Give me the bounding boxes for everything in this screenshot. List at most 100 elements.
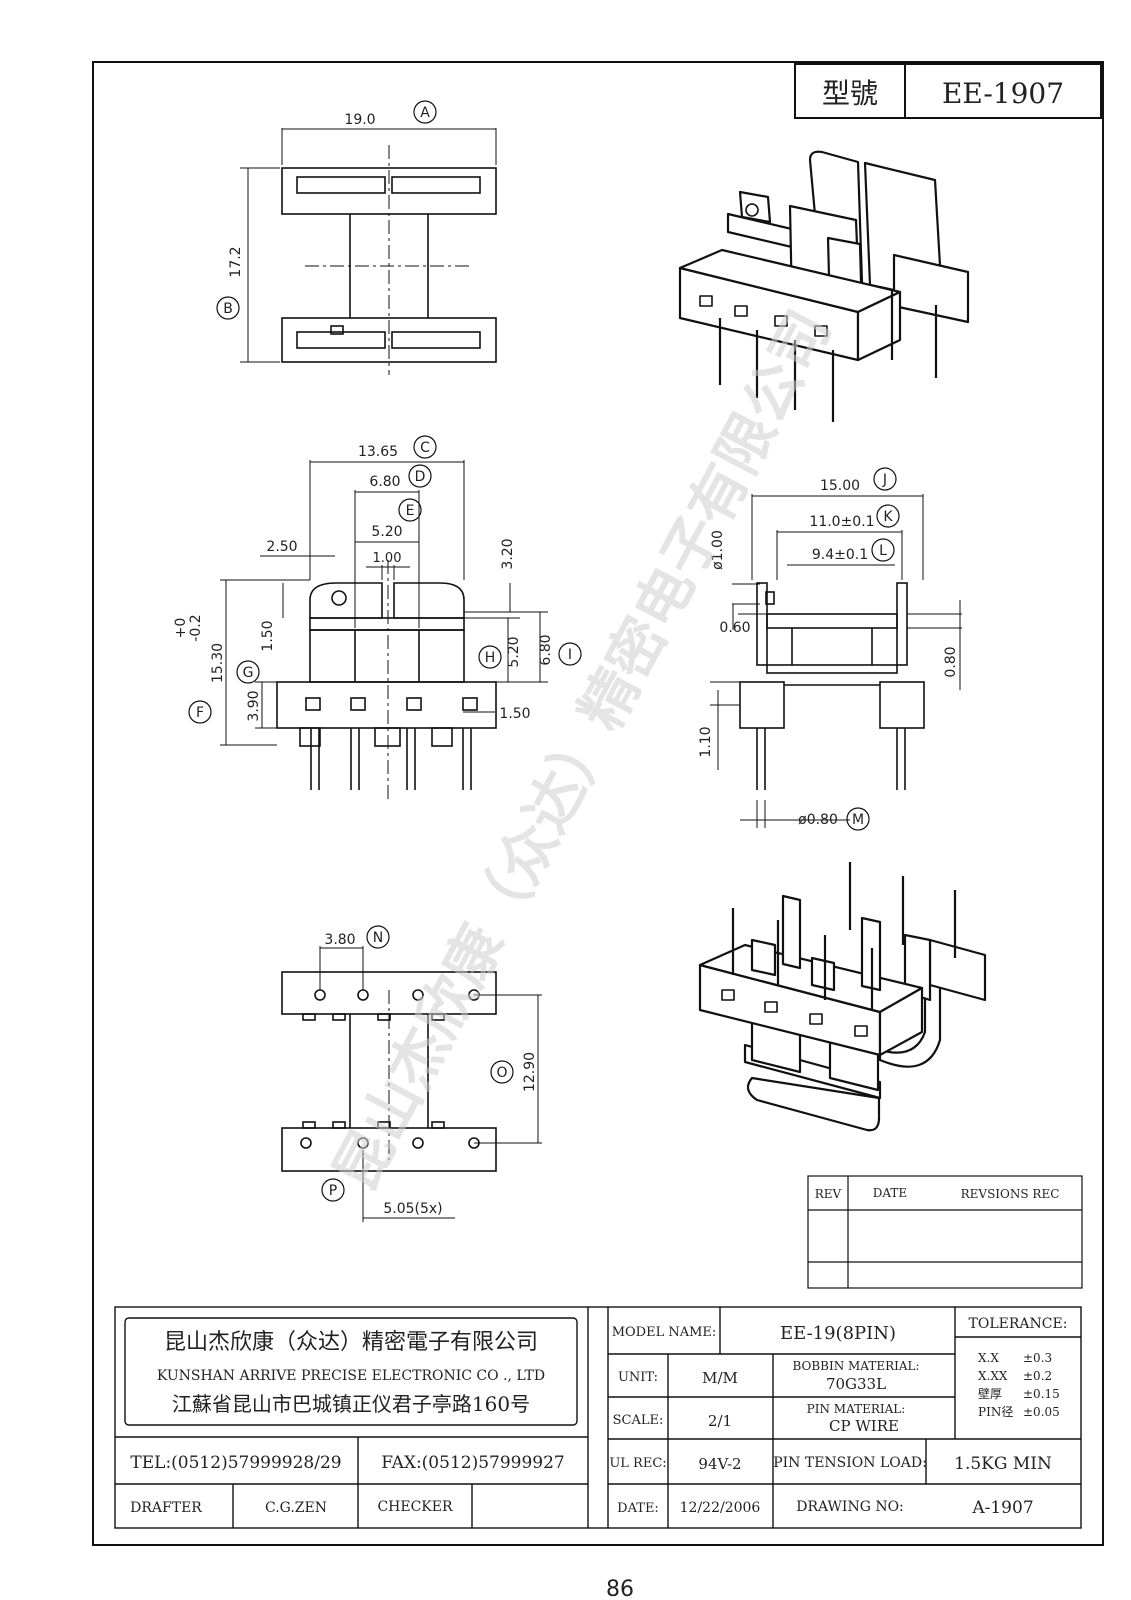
tension-label: PIN TENSION LOAD: (773, 1455, 927, 1471)
dim-O-value: 12.90 (522, 1052, 538, 1092)
dim-P-value: 5.05(5x) (383, 1201, 442, 1217)
spec-block: MODEL NAME: EE-19(8PIN) UNIT: M/M BOBBIN… (609, 1323, 1052, 1518)
company-name-cn: 昆山杰欣康（众达）精密電子有限公司 (164, 1330, 538, 1355)
dim-H-value: 5.20 (506, 636, 522, 667)
unit-label: UNIT: (618, 1370, 658, 1385)
dim-L-value: 9.4±0.1 (812, 547, 868, 563)
drawing-value: A-1907 (971, 1498, 1033, 1518)
dim-N-letter: N (373, 930, 383, 946)
dim-phi-1-00: ø1.00 (710, 530, 726, 570)
sheet-border (92, 61, 1104, 1546)
tol-key-3: PIN径 (978, 1405, 1013, 1419)
dim-K-letter: K (883, 509, 893, 525)
bottom-view-labels: 3.80 N O 12.90 P 5.05(5x) (321, 925, 538, 1217)
tol-val-1: ±0.2 (1023, 1369, 1052, 1383)
top-view (240, 128, 497, 375)
dim-F-letter: F (196, 705, 204, 721)
model-label: 型號 (822, 77, 878, 110)
date-value: 12/22/2006 (680, 1500, 761, 1516)
tol-val-3: ±0.05 (1023, 1405, 1060, 1419)
dim-2-50: 2.50 (266, 539, 297, 555)
front-view-labels: 13.65 C 6.80 D E 5.20 1.00 2.50 3.20 1.5… (173, 435, 582, 724)
dim-G-value: 3.90 (246, 690, 262, 721)
isometric-view-top (678, 150, 970, 422)
date-label: DATE: (617, 1501, 659, 1516)
dim-L-letter: L (879, 543, 887, 559)
model-name-label: MODEL NAME: (612, 1325, 717, 1340)
dim-H-letter: H (485, 650, 496, 666)
bottom-view (281, 946, 542, 1222)
dim-1-50-right: 1.50 (499, 706, 530, 722)
tol-key-2: 壁厚 (978, 1386, 1002, 1401)
balloon-A (413, 100, 437, 124)
model-value: EE-1907 (942, 77, 1064, 110)
dim-D-letter: D (415, 469, 426, 485)
tol-plus: +0 (173, 618, 189, 639)
date-header: DATE (873, 1186, 907, 1200)
dim-E-letter: E (406, 503, 415, 519)
isometric-view-bottom (698, 862, 987, 1132)
company-name-en: KUNSHAN ARRIVE PRECISE ELECTRONIC CO ., … (157, 1368, 545, 1384)
dim-B-value: 17.2 (228, 246, 244, 277)
bobbin-value: 70G33L (826, 1375, 886, 1393)
dim-C-letter: C (420, 440, 430, 456)
dim-3-20: 3.20 (500, 538, 516, 569)
dim-N-value: 3.80 (324, 932, 355, 948)
tolerance-title: TOLERANCE: (969, 1316, 1068, 1332)
dim-M-letter: M (852, 812, 864, 828)
page-number: 86 (606, 1577, 634, 1600)
model-title-box: 型號 EE-1907 (794, 63, 1102, 119)
pin-material-value: CP WIRE (829, 1417, 899, 1435)
front-view (220, 460, 548, 800)
side-view (710, 494, 962, 828)
drafter-value: C.G.ZEN (265, 1500, 327, 1516)
dim-P-letter: P (329, 1183, 337, 1199)
rev-header: REV (815, 1187, 842, 1201)
revisions-header: REVSIONS REC (961, 1187, 1060, 1201)
dim-E-value: 5.20 (371, 524, 402, 540)
bobbin-label: BOBBIN MATERIAL: (792, 1359, 919, 1373)
side-view-labels: 15.00 J 11.0±0.1 K 9.4±0.1 L ø1.00 0.60 … (698, 467, 959, 831)
company-tel: TEL:(0512)57999928/29 (130, 1453, 341, 1473)
dim-1-00: 1.00 (373, 551, 402, 566)
dim-D-value: 6.80 (369, 474, 400, 490)
scale-value: 2/1 (708, 1412, 732, 1430)
dim-1-50-left: 1.50 (260, 620, 276, 651)
dim-J-value: 15.00 (820, 478, 860, 494)
unit-value: M/M (702, 1369, 738, 1387)
dim-M-value: ø0.80 (798, 812, 838, 828)
scale-label: SCALE: (613, 1413, 664, 1428)
dim-0-60: 0.60 (719, 620, 750, 636)
tol-val-0: ±0.3 (1023, 1351, 1052, 1365)
pin-material-label: PIN MATERIAL: (807, 1402, 906, 1416)
company-address: 江蘇省昆山市巴城镇正仪君子亭路160号 (172, 1392, 530, 1416)
dim-K-value: 11.0±0.1 (809, 514, 874, 530)
title-block (114, 1306, 1082, 1529)
dim-C-value: 13.65 (358, 444, 398, 460)
tension-value: 1.5KG MIN (954, 1454, 1052, 1474)
tol-key-0: X.X (978, 1351, 999, 1365)
company-fax: FAX:(0512)57999927 (381, 1453, 564, 1473)
dim-J-letter: J (882, 472, 887, 488)
tol-minus: -0.2 (188, 614, 204, 641)
tol-val-2: ±0.15 (1023, 1387, 1060, 1401)
dim-A-letter: A (420, 105, 430, 121)
checker-label: CHECKER (377, 1499, 453, 1515)
drafter-label: DRAFTER (130, 1500, 202, 1516)
dim-I-value: 6.80 (538, 634, 554, 665)
ul-label: UL REC: (609, 1456, 666, 1471)
dim-A-value: 19.0 (344, 112, 375, 128)
revision-table (807, 1175, 1083, 1289)
dim-O-letter: O (496, 1065, 507, 1081)
model-name-value: EE-19(8PIN) (780, 1323, 896, 1344)
dim-B-letter: B (223, 301, 233, 317)
tolerance-block: TOLERANCE: X.X ±0.3 X.XX ±0.2 壁厚 ±0.15 P… (969, 1316, 1068, 1419)
dim-G-letter: G (243, 665, 254, 681)
drawing-label: DRAWING NO: (796, 1499, 904, 1515)
company-block: 昆山杰欣康（众达）精密電子有限公司 KUNSHAN ARRIVE PRECISE… (130, 1330, 565, 1516)
dim-0-80: 0.80 (943, 646, 959, 677)
tol-key-1: X.XX (978, 1369, 1008, 1383)
dim-I-letter: I (568, 647, 572, 663)
ul-value: 94V-2 (698, 1455, 741, 1473)
